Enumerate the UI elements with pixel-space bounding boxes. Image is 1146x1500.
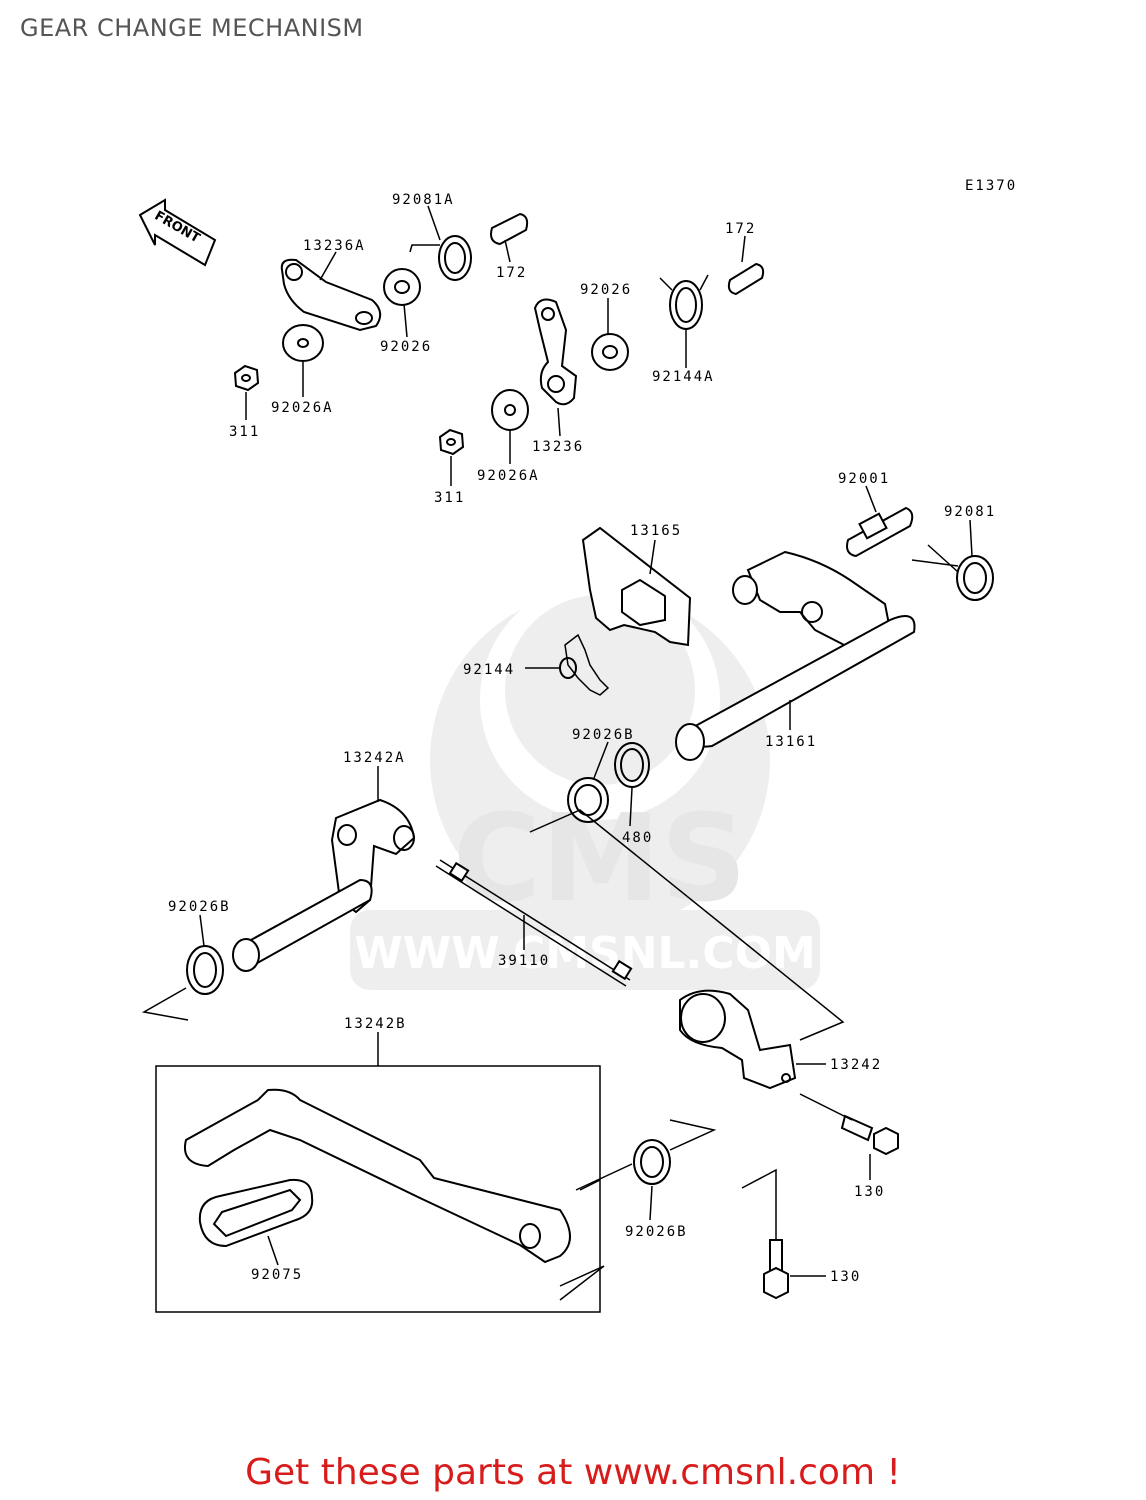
part-92026a-washer [282, 324, 324, 362]
part-92026-washer-right [591, 333, 629, 371]
label-92026a-middle: 92026A [477, 468, 540, 484]
part-311-nut [233, 364, 260, 392]
part-13161-shaft [675, 550, 916, 761]
label-13242b: 13242B [344, 1016, 407, 1032]
label-92144a: 92144A [652, 369, 715, 385]
label-172-right: 172 [725, 221, 756, 237]
part-92144a-spring [659, 274, 709, 330]
part-92026b-washer-middle [567, 777, 609, 823]
part-13242b-pedal [184, 1088, 571, 1264]
label-13161: 13161 [765, 734, 817, 750]
label-311-middle: 311 [434, 490, 465, 506]
front-arrow-icon: FRONT [138, 198, 217, 267]
part-172-pin-right [727, 262, 765, 296]
label-130-lower: 130 [830, 1269, 861, 1285]
label-13236: 13236 [532, 439, 584, 455]
part-92026b-washer-right [633, 1139, 671, 1185]
part-130-bolt-upper [840, 1114, 899, 1156]
cta-link[interactable]: Get these parts at www.cmsnl.com ! [245, 1452, 901, 1493]
label-92026b-right: 92026B [625, 1224, 688, 1240]
label-311-left: 311 [229, 424, 260, 440]
part-172-pin-upper [490, 212, 529, 246]
part-92026a-washer-middle [491, 389, 529, 431]
label-172-upper: 172 [496, 265, 527, 281]
label-13242a: 13242A [343, 750, 406, 766]
part-130-bolt-lower [763, 1239, 789, 1300]
part-13236a-arm [280, 258, 382, 332]
label-92026a-left: 92026A [271, 400, 334, 416]
label-92026b-left: 92026B [168, 899, 231, 915]
part-39110-rod [435, 859, 633, 987]
part-480-circlip [614, 742, 650, 788]
part-13242b-group-box [155, 1065, 601, 1313]
label-92081: 92081 [944, 504, 996, 520]
label-13236a: 13236A [303, 238, 366, 254]
part-92081a-spring [409, 235, 472, 281]
part-13236-arm [533, 298, 578, 406]
label-39110: 39110 [498, 953, 550, 969]
label-92026-right: 92026 [580, 282, 632, 298]
label-130-upper: 130 [854, 1184, 885, 1200]
part-13242a-arm [232, 798, 416, 972]
label-13165: 13165 [630, 523, 682, 539]
label-92026b-middle: 92026B [572, 727, 635, 743]
part-92081-spring [911, 544, 994, 601]
part-92026b-washer-left [186, 945, 224, 995]
leader-lines [141, 205, 973, 1301]
label-92144: 92144 [463, 662, 515, 678]
part-labels: 92081A 13236A 172 172 92026 92026 92144A… [168, 192, 996, 1285]
page-title: GEAR CHANGE MECHANISM [20, 14, 364, 42]
watermark-url-text: WWW.CMSNL.COM [354, 928, 816, 979]
label-13242: 13242 [830, 1057, 882, 1073]
part-92075-rubber [198, 1178, 314, 1248]
part-311-nut-middle [438, 428, 465, 456]
label-92026-upper: 92026 [380, 339, 432, 355]
label-92075: 92075 [251, 1267, 303, 1283]
label-92001: 92001 [838, 471, 890, 487]
label-92081a: 92081A [392, 192, 455, 208]
label-480: 480 [622, 830, 653, 846]
diagram-code: E1370 [965, 178, 1017, 194]
part-92026-washer-upper [383, 268, 421, 306]
part-13242-lever [679, 989, 797, 1090]
part-92001-pin [846, 506, 914, 558]
part-13165-plate [581, 526, 692, 647]
